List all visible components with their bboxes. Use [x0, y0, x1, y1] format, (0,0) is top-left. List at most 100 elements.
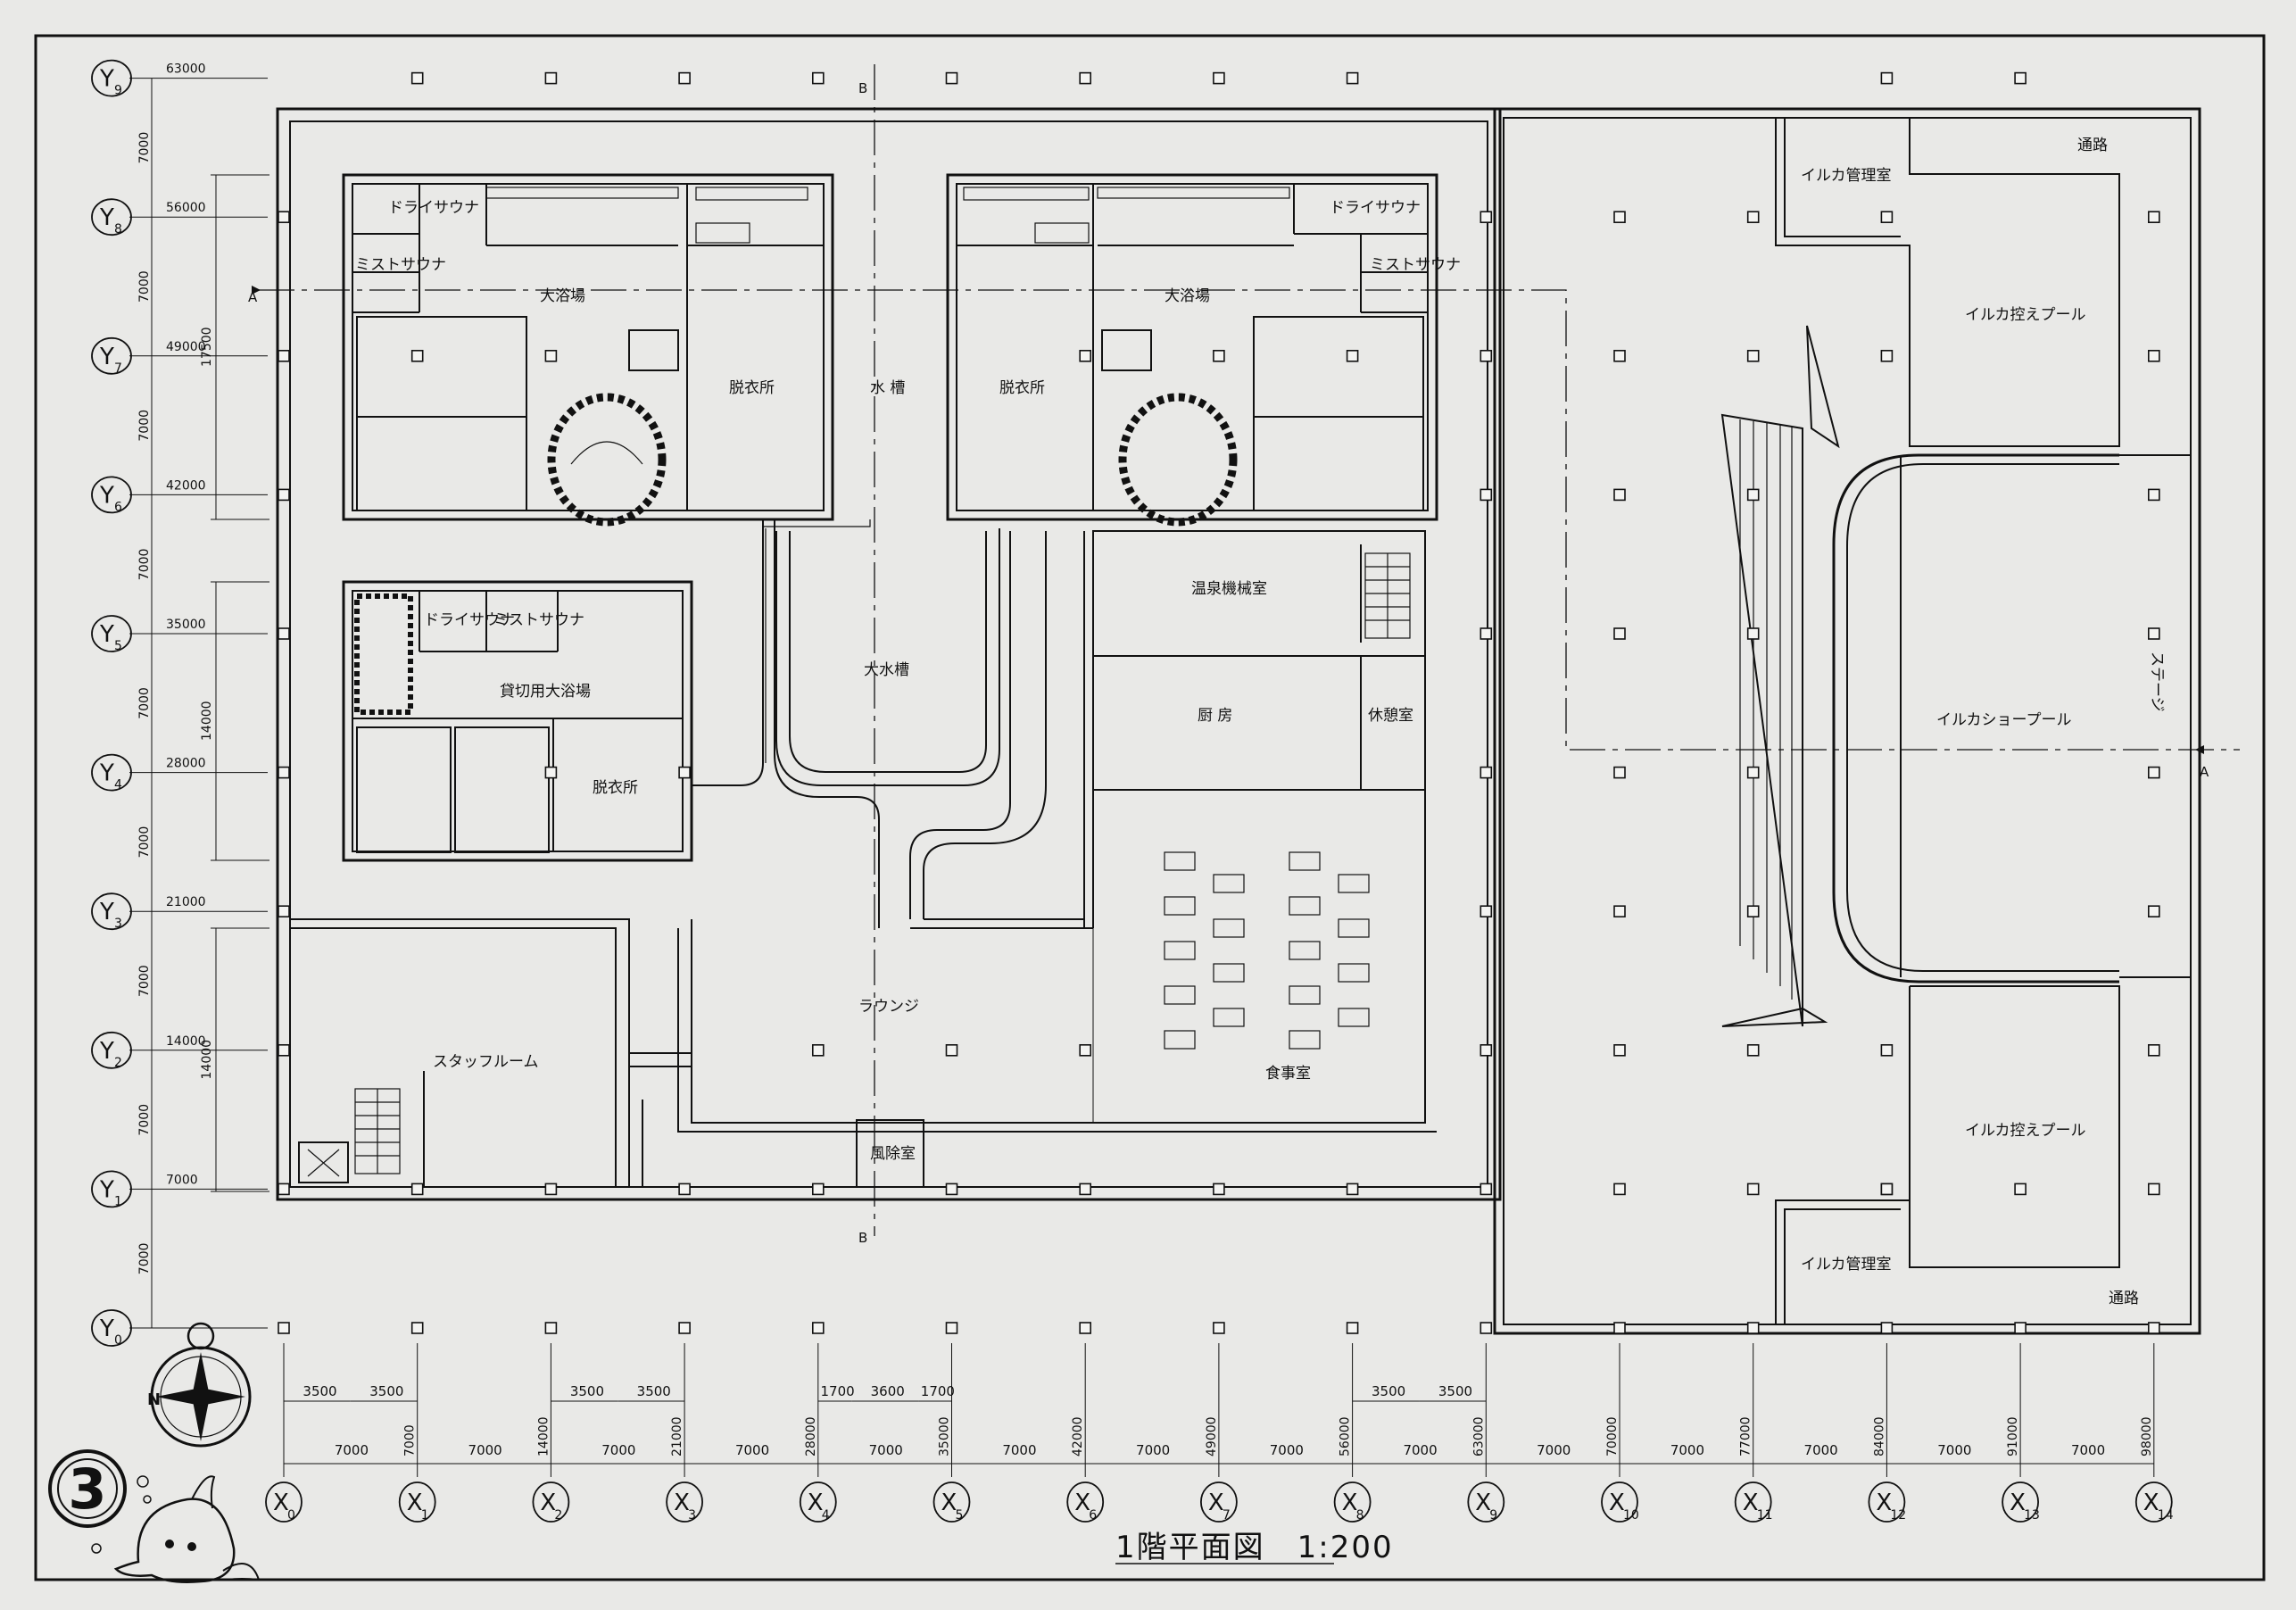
column-mark	[1079, 349, 1091, 362]
section-mark-a-right: A	[2200, 764, 2209, 780]
column-mark	[1746, 1044, 1760, 1057]
room-label: 風除室	[870, 1145, 916, 1163]
column-mark	[1480, 1044, 1493, 1057]
dolphin-exterior-wall-inner	[1503, 117, 2192, 1325]
grid-label-y-sub: 5	[114, 639, 122, 653]
half-span-dim: 3500	[369, 1383, 403, 1399]
grid-coord-x: 84000	[1872, 1416, 1886, 1456]
section-mark-a-left: A	[248, 289, 258, 305]
drawing-title-text: 1階平面図 1:200	[1115, 1530, 1394, 1565]
column-mark	[1346, 1183, 1359, 1196]
span-dim-x: 7000	[1136, 1442, 1170, 1458]
column-mark	[1079, 1183, 1091, 1196]
room-label: イルカ控えプール	[1965, 1122, 2086, 1140]
grid-bubble-y	[91, 1170, 132, 1208]
column-mark	[278, 211, 290, 223]
grid-label-x-sub: 7	[1223, 1508, 1231, 1523]
grid-bubble-y	[91, 336, 132, 375]
column-mark	[1613, 488, 1626, 502]
stair-right	[1364, 552, 1411, 639]
room-label: 水 槽	[870, 379, 905, 397]
span-dim-y: 7000	[137, 1104, 152, 1136]
main-exterior-wall	[276, 107, 1502, 1201]
span-dim-y: 7000	[137, 965, 152, 997]
column-mark	[2148, 1183, 2160, 1196]
grid-bubble-x	[1467, 1481, 1505, 1523]
grid-bubble-x	[1066, 1481, 1105, 1523]
column-mark	[1746, 1322, 1760, 1334]
grid-coord-y: 42000	[166, 478, 206, 493]
room-label: 大浴場	[540, 287, 585, 305]
span-dim-x: 7000	[1002, 1442, 1036, 1458]
grid-bubble-x	[799, 1481, 837, 1523]
column-mark	[1480, 349, 1493, 362]
grid-label-y-sub: 1	[114, 1194, 122, 1208]
compass-north: N	[147, 1390, 161, 1409]
grid-label-x: X	[540, 1490, 556, 1516]
column-mark	[2148, 1322, 2160, 1334]
show-pool-edge	[1832, 453, 2119, 983]
span-dim-y: 7000	[137, 132, 152, 164]
column-mark	[1480, 1183, 1493, 1196]
grid-label-x: X	[674, 1490, 690, 1516]
grid-coord-y: 7000	[166, 1173, 198, 1187]
grid-bubble-x	[2002, 1481, 2040, 1523]
column-mark	[2148, 488, 2160, 502]
room-label: 大水槽	[864, 661, 909, 679]
grid-bubble-y	[91, 892, 132, 931]
column-mark	[811, 1183, 825, 1196]
room-label: 大浴場	[1165, 287, 1210, 305]
grid-label-x-sub: 0	[287, 1508, 295, 1523]
rock-bath-edge	[570, 441, 643, 465]
column-mark	[1880, 1044, 1894, 1057]
room-label: ラウンジ	[858, 998, 919, 1016]
span-dim-x: 7000	[869, 1442, 903, 1458]
room-label: 食事室	[1265, 1065, 1311, 1083]
wind-room	[856, 1119, 924, 1188]
grid-label-x: X	[273, 1490, 289, 1516]
half-span-dim: 1700	[821, 1383, 855, 1399]
dolphin-exterior-wall	[1493, 107, 2201, 1335]
channel-wall	[923, 531, 1047, 919]
column-mark	[1213, 71, 1225, 85]
rock-bath-right	[1118, 393, 1238, 527]
grid-label-x: X	[2010, 1490, 2026, 1516]
grid-label-y-sub: 3	[114, 917, 122, 931]
grid-label-y: Y	[99, 621, 114, 648]
column-mark	[278, 1183, 290, 1196]
grid-label-x-sub: 14	[2158, 1508, 2174, 1523]
column-mark	[410, 1322, 424, 1334]
compass: N	[147, 1322, 252, 1448]
grid-label-x-sub: 12	[1890, 1508, 1906, 1523]
span-dim-x: 7000	[1804, 1442, 1838, 1458]
column-mark	[2148, 211, 2160, 223]
grid-coord-x: 28000	[804, 1416, 818, 1456]
lounge-dining-wall	[691, 790, 1426, 1124]
room-label: ドライサウナ	[424, 611, 515, 629]
grid-coord-y: 21000	[166, 895, 206, 909]
grid-coord-y: 49000	[166, 340, 206, 354]
room-label: イルカ管理室	[1801, 167, 1892, 185]
grid-label-y: Y	[99, 1176, 114, 1203]
column-mark	[1613, 1322, 1626, 1334]
room-label: 温泉機械室	[1191, 580, 1267, 598]
grid-label-x: X	[1208, 1490, 1224, 1516]
column-mark	[1613, 349, 1626, 362]
column-mark	[2014, 1183, 2027, 1196]
column-mark	[544, 349, 558, 362]
grid-label-y-sub: 9	[114, 84, 122, 98]
span-dim-x: 7000	[601, 1442, 635, 1458]
grid-label-y: Y	[99, 1038, 114, 1065]
room-label: イルカ管理室	[1801, 1256, 1892, 1274]
room-label: 通路	[2109, 1290, 2139, 1307]
column-mark	[278, 488, 290, 502]
column-mark	[1213, 349, 1225, 362]
channel-wall	[692, 519, 764, 786]
grid-label-y-sub: 0	[114, 1333, 122, 1348]
column-mark	[678, 766, 691, 779]
grid-label-y: Y	[99, 1315, 114, 1342]
span-dim-x: 7000	[1403, 1442, 1437, 1458]
grid-coord-x: 42000	[1071, 1416, 1085, 1456]
